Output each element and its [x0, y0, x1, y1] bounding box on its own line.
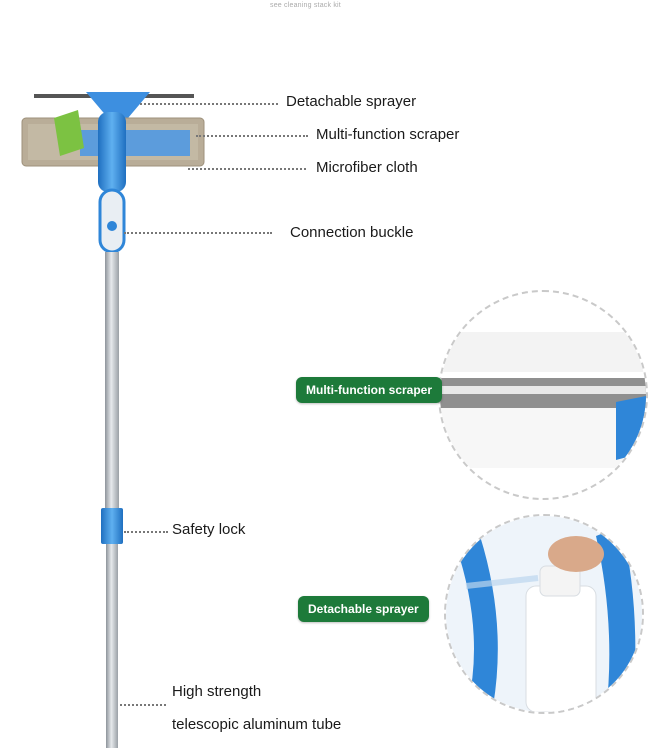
leader-buckle [124, 232, 272, 234]
product-tag [54, 110, 84, 156]
label-detachable-sprayer: Detachable sprayer [286, 93, 417, 110]
leader-sprayer [140, 103, 278, 105]
safety-lock [101, 508, 123, 544]
label-safety-lock: Safety lock [172, 521, 246, 538]
squeegee-head [86, 92, 150, 118]
leader-scraper [196, 135, 308, 137]
leader-tube [120, 704, 166, 706]
handle-body [98, 112, 126, 192]
leader-safety-lock [124, 531, 168, 533]
scraper-closeup [440, 332, 646, 468]
header-caption: see cleaning stack kit [270, 2, 341, 9]
detail-circle-sprayer [444, 514, 644, 714]
label-microfiber-cloth: Microfiber cloth [316, 159, 418, 176]
leader-cloth [188, 168, 306, 170]
label-connection-buckle: Connection buckle [290, 224, 414, 241]
label-multi-function-scraper: Multi-function scraper [316, 126, 460, 143]
badge-detachable-sprayer: Detachable sprayer [298, 596, 429, 622]
pole-upper [105, 252, 119, 510]
sprayer-closeup [446, 516, 642, 712]
label-tube-line1: High strength [172, 683, 262, 700]
label-tube-line2: telescopic aluminum tube [172, 716, 342, 733]
pole-lower [106, 544, 118, 748]
detail-circle-scraper [438, 290, 648, 500]
badge-multi-function-scraper: Multi-function scraper [296, 377, 443, 403]
